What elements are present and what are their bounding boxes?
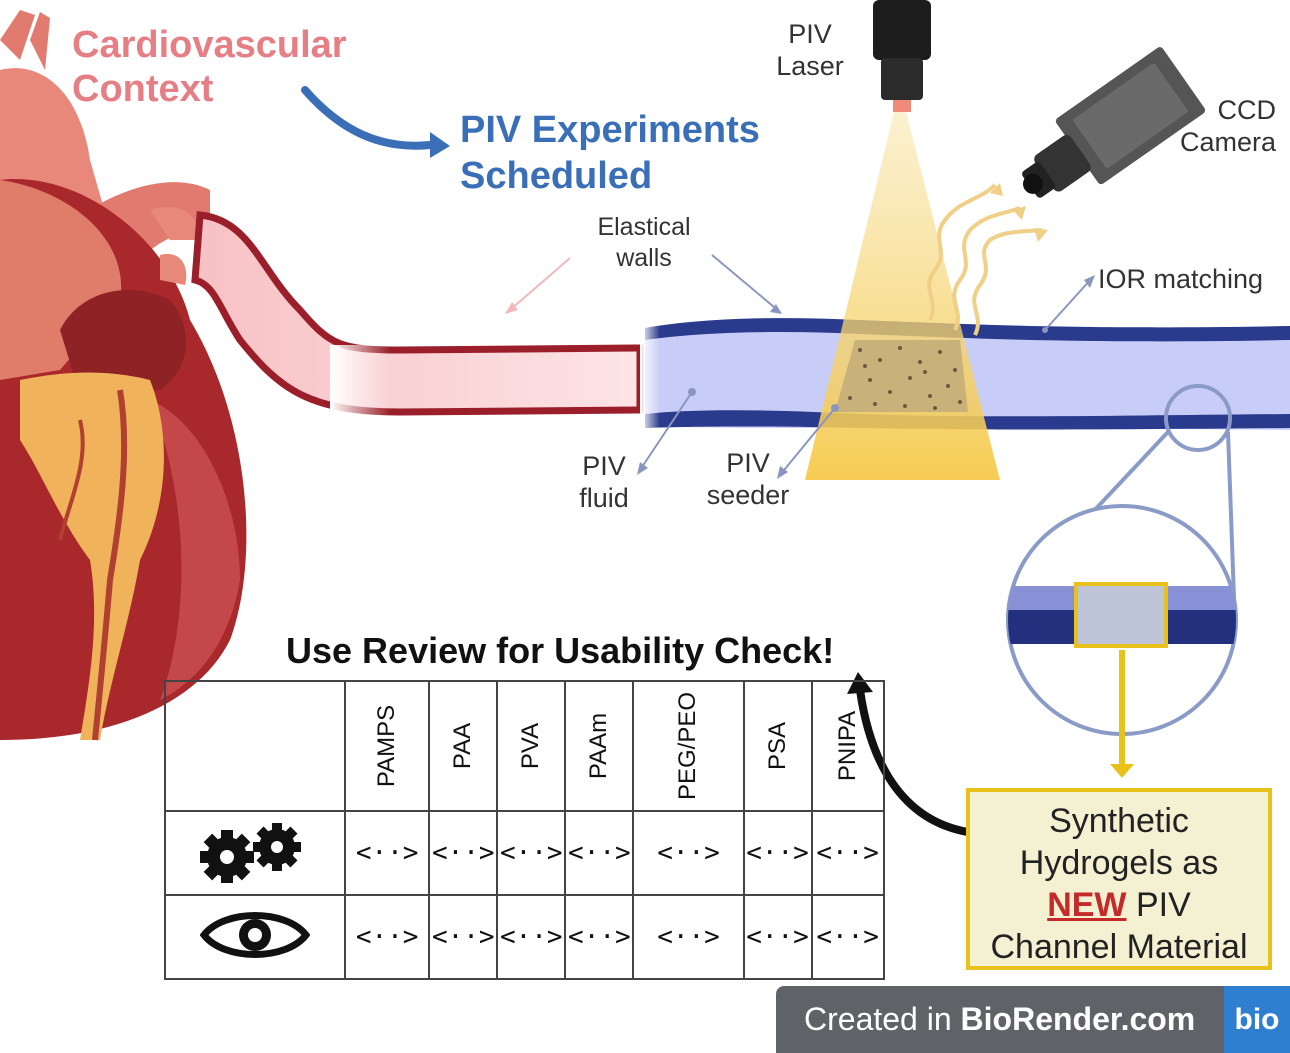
- seeder-line-1: PIV: [726, 448, 770, 478]
- new-highlight: NEW: [1047, 886, 1127, 924]
- col-header-label: PNIPA: [833, 710, 861, 782]
- heart-side-highlight: [150, 400, 240, 700]
- pulmonary-branches: [150, 206, 200, 285]
- pointer-lines: [505, 254, 1095, 479]
- cardio-to-piv-arrow: [301, 86, 434, 150]
- elastical-walls-label: Elastical walls: [590, 212, 698, 274]
- coronary-fat: [20, 372, 164, 740]
- col-header-label: PSA: [763, 721, 791, 771]
- cardio-line-1: Cardiovascular: [72, 24, 347, 66]
- table-cell: <··>: [632, 810, 745, 896]
- table-cell: <··>: [810, 810, 885, 896]
- coronary-vessel-2: [58, 419, 85, 541]
- col-header-label: PEG/PEO: [674, 691, 702, 801]
- table-row: <··> <··> <··> <··> <··> <··> <··>: [164, 894, 885, 980]
- synthetic-line-3-rest: PIV: [1126, 886, 1191, 924]
- left-atrium: [60, 290, 187, 395]
- piv-laser-line-1: PIV: [788, 19, 832, 49]
- table-cell: <··>: [564, 810, 635, 896]
- seeded-region: [835, 340, 968, 412]
- piv-laser-device: [873, 0, 931, 112]
- table-cell: <··>: [632, 894, 745, 980]
- col-header-label: PAA: [449, 722, 477, 770]
- table-header-row: PAMPS PAA PVA PAAm PEG/PEO PSA PNIPA: [164, 680, 885, 812]
- fluid-line-2: fluid: [579, 483, 629, 513]
- piv-title-line-2: Scheduled: [460, 155, 653, 197]
- table-cell: <··>: [564, 894, 635, 980]
- ccd-line-2: Camera: [1179, 127, 1276, 157]
- header-empty-cell: [164, 680, 346, 812]
- biorender-logo: bio: [1224, 986, 1290, 1053]
- cardiovascular-label: Cardiovascular Context: [72, 23, 347, 111]
- seed-particles: [848, 346, 962, 410]
- gears-icon: [164, 810, 346, 896]
- scattered-light: [927, 183, 1043, 336]
- piv-title-line-1: PIV Experiments: [460, 109, 760, 151]
- piv-experiments-title: PIV Experiments Scheduled: [460, 107, 760, 199]
- piv-seeder-label: PIV seeder: [702, 447, 794, 511]
- ior-matching-label: IOR matching: [1098, 264, 1264, 294]
- table-cell: <··>: [428, 894, 499, 980]
- table-row: <··> <··> <··> <··> <··> <··> <··>: [164, 810, 885, 896]
- cardio-line-2: Context: [72, 68, 214, 110]
- laser-beam: [805, 108, 1000, 480]
- table-cell: <··>: [810, 894, 885, 980]
- footer-brand: BioRender.com: [960, 1001, 1196, 1037]
- col-header-label: PAMPS: [373, 704, 401, 788]
- eye-icon: [164, 894, 346, 980]
- synthetic-line-4: Channel Material: [990, 928, 1248, 966]
- cardio-arrow-head: [430, 132, 450, 158]
- footer-prefix: Created in: [804, 1001, 961, 1037]
- synthetic-line-3: NEW PIV: [970, 884, 1268, 926]
- walls-line-2: walls: [616, 244, 672, 272]
- piv-laser-label: PIV Laser: [774, 18, 846, 82]
- col-header: PEG/PEO: [632, 680, 745, 812]
- ccd-line-1: CCD: [1217, 95, 1277, 125]
- aorta-branch-1: [0, 10, 35, 60]
- col-header: PAMPS: [343, 680, 431, 812]
- table-cell: <··>: [343, 810, 431, 896]
- col-header: PSA: [742, 680, 813, 812]
- zoom-callout: [1006, 384, 1238, 778]
- table-cell: <··>: [496, 894, 567, 980]
- blood-vessel: [191, 211, 644, 416]
- table-cell: <··>: [496, 810, 567, 896]
- col-header-label: PVA: [517, 722, 545, 770]
- table-cell: <··>: [428, 810, 499, 896]
- piv-fluid-label: PIV fluid: [572, 450, 636, 514]
- synthetic-line-1: Synthetic: [1049, 802, 1189, 840]
- footer-text: Created in BioRender.com: [804, 1001, 1195, 1038]
- synthetic-line-2: Hydrogels as: [1019, 844, 1219, 882]
- coronary-vessel: [92, 389, 128, 741]
- biorender-footer[interactable]: Created in BioRender.com bio: [776, 986, 1290, 1053]
- table-cell: <··>: [343, 894, 431, 980]
- fluid-line-1: PIV: [582, 451, 626, 481]
- col-header: PVA: [496, 680, 567, 812]
- col-header-label: PAAm: [585, 712, 613, 780]
- aorta-branch-2: [30, 12, 50, 70]
- piv-laser-line-2: Laser: [776, 51, 844, 81]
- table-cell: <··>: [742, 810, 813, 896]
- col-header: PNIPA: [810, 680, 885, 812]
- walls-line-1: Elastical: [597, 213, 691, 241]
- seeder-line-2: seeder: [706, 480, 790, 510]
- synthetic-hydrogels-box: Synthetic Hydrogels as NEW PIV Channel M…: [966, 788, 1272, 970]
- ccd-camera-label: CCD Camera: [1176, 94, 1276, 158]
- usability-table: PAMPS PAA PVA PAAm PEG/PEO PSA PNIPA: [164, 680, 885, 980]
- table-title: Use Review for Usability Check!: [286, 630, 835, 671]
- heart-illustration: [0, 10, 247, 741]
- col-header: PAA: [428, 680, 499, 812]
- table-cell: <··>: [742, 894, 813, 980]
- col-header: PAAm: [564, 680, 635, 812]
- ccd-camera: [1022, 47, 1206, 198]
